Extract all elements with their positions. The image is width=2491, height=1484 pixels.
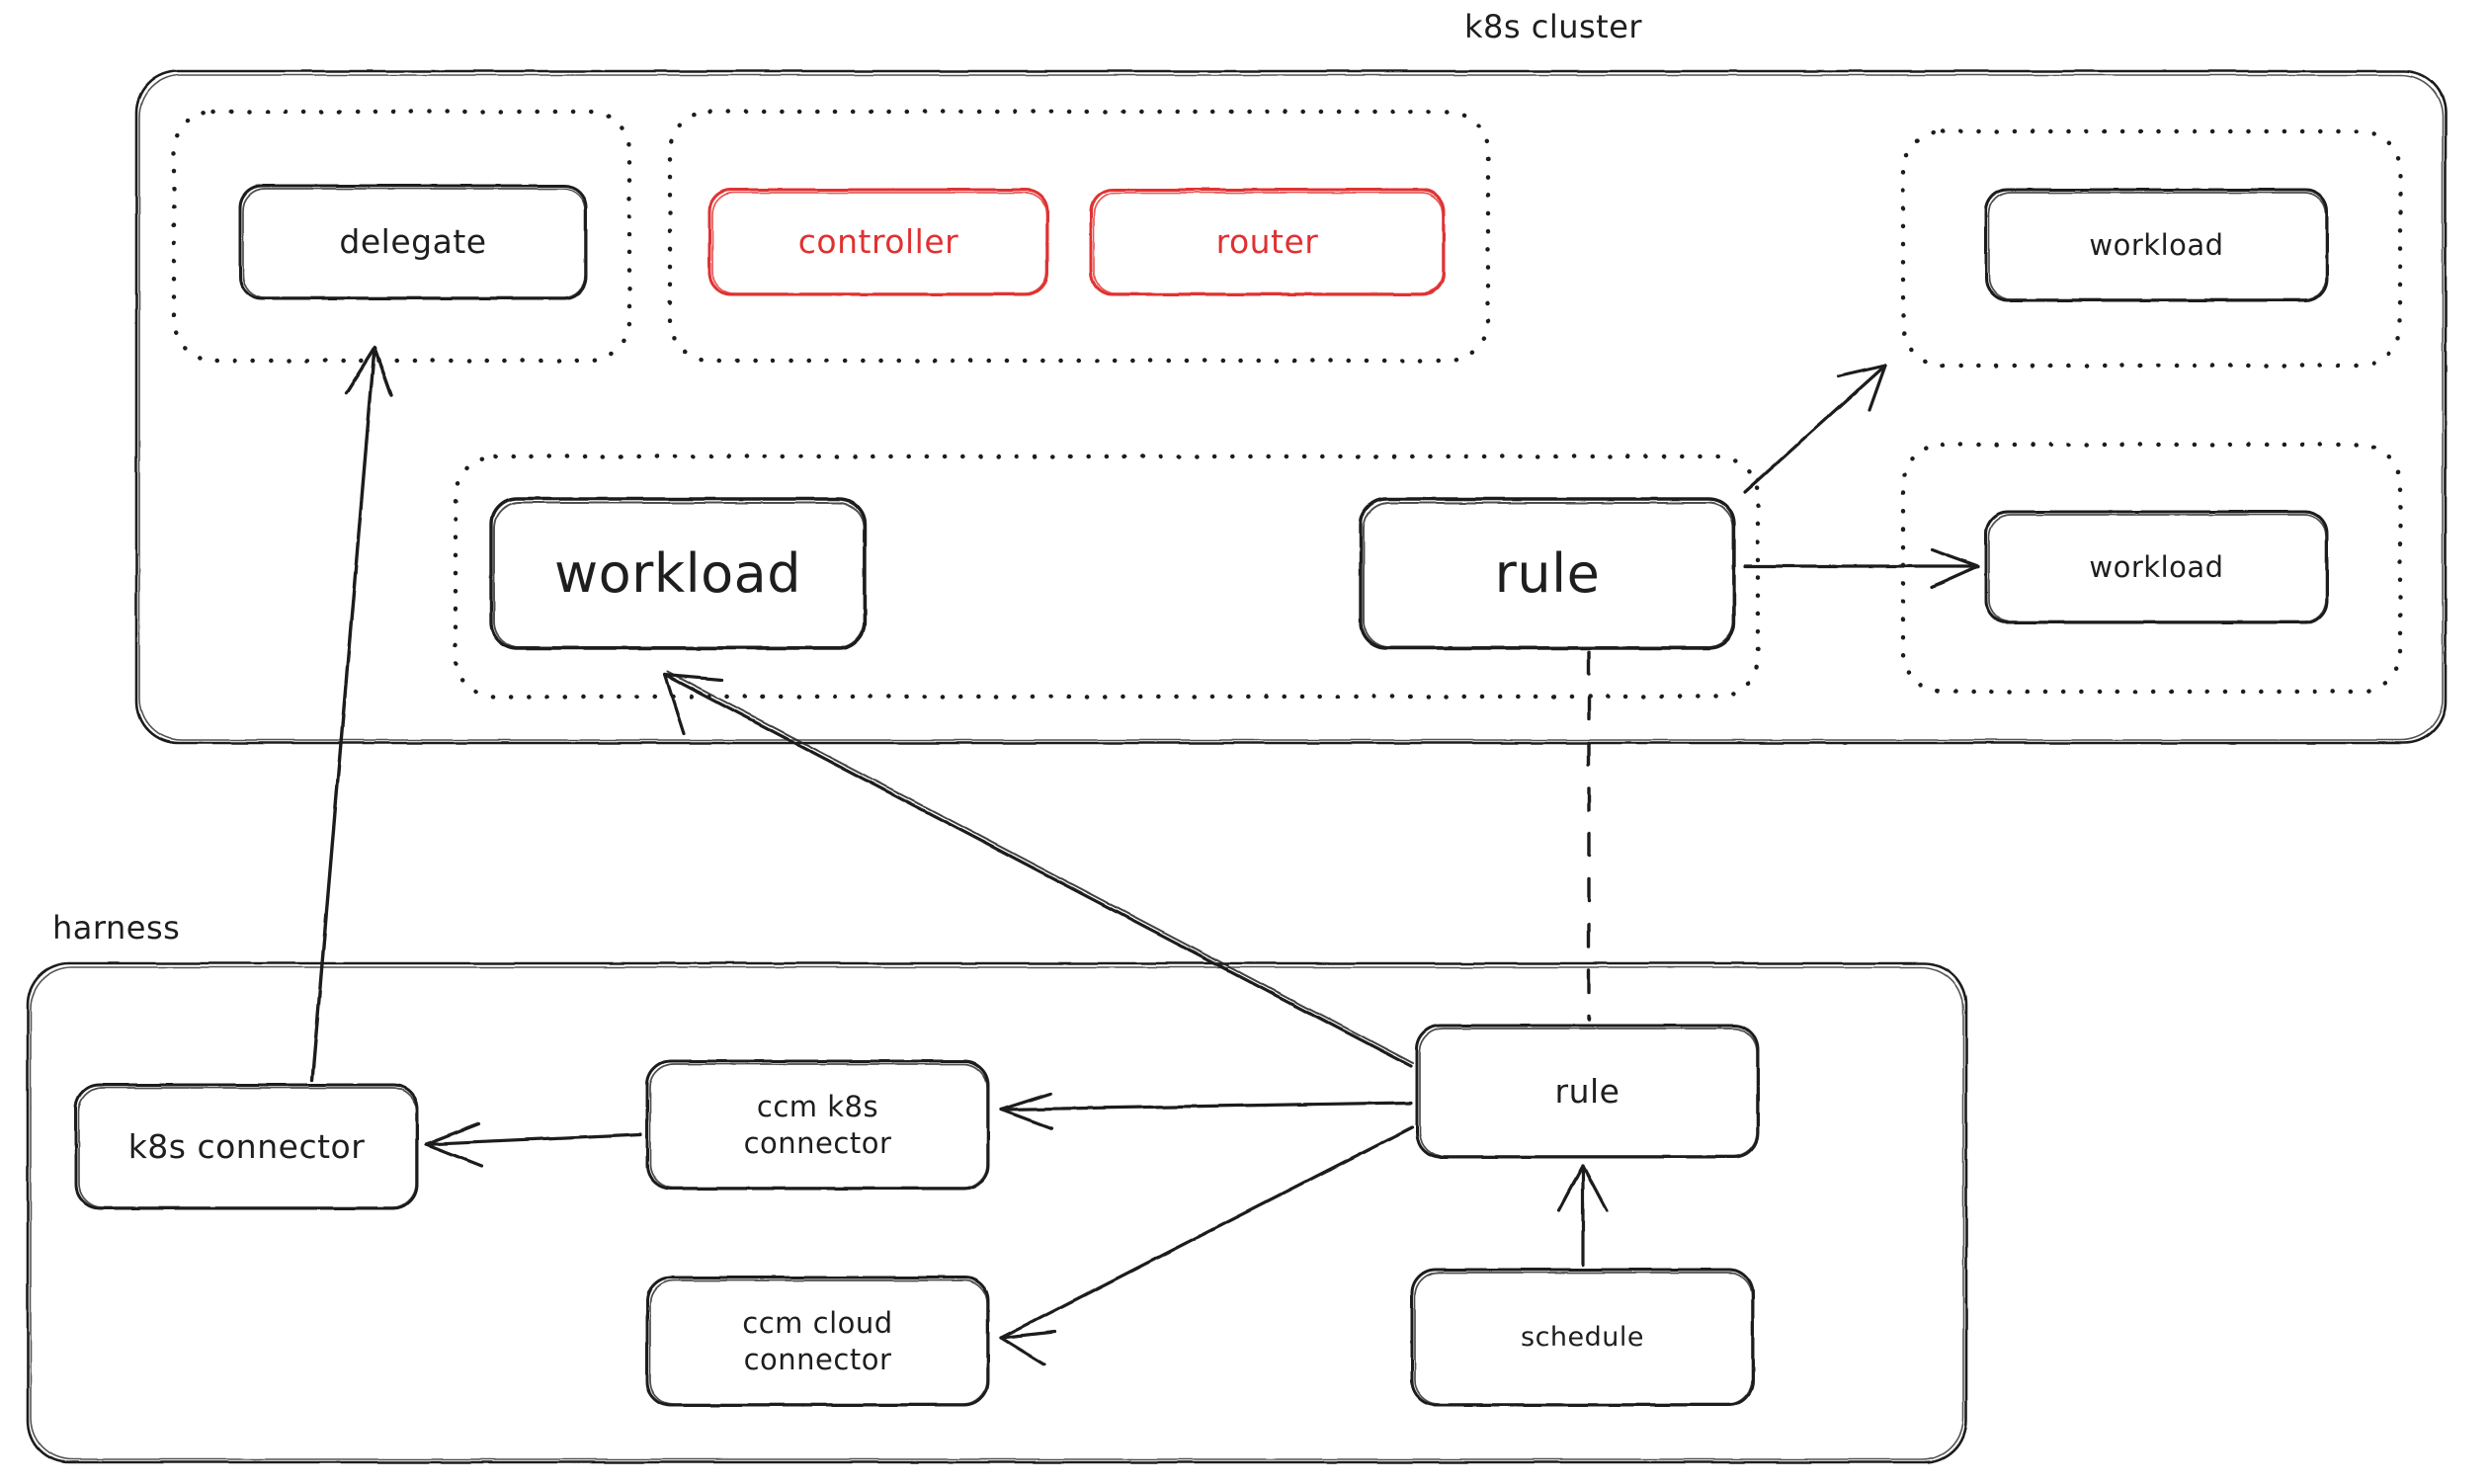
node-box-rule-cluster[interactable] bbox=[1359, 497, 1736, 650]
namespace-workload-rule bbox=[453, 453, 1761, 700]
edge-rule-harness-to-ccm-cloud bbox=[999, 1125, 1414, 1366]
namespace-workload-top-right bbox=[1900, 128, 2403, 369]
edge-k8s-connector-to-delegate bbox=[310, 346, 393, 1082]
node-box-delegate[interactable] bbox=[238, 184, 588, 300]
node-box-ccm-cloud-connector[interactable] bbox=[645, 1276, 990, 1407]
node-box-workload-bottom-right[interactable] bbox=[1984, 510, 2329, 624]
edge-rule-harness-to-ccm-k8s bbox=[999, 1092, 1413, 1130]
group-k8s-cluster bbox=[134, 69, 2448, 745]
node-box-ccm-k8s-connector[interactable] bbox=[645, 1059, 990, 1191]
node-box-schedule[interactable] bbox=[1410, 1268, 1755, 1407]
edge-ccm-k8s-to-k8s-connector bbox=[424, 1121, 642, 1168]
edge-schedule-to-rule-harness bbox=[1557, 1164, 1609, 1267]
node-box-k8s-connector[interactable] bbox=[74, 1083, 419, 1210]
node-box-workload-main[interactable] bbox=[489, 497, 867, 650]
node-box-controller[interactable] bbox=[707, 188, 1049, 296]
node-box-router[interactable] bbox=[1089, 188, 1446, 296]
node-box-rule-harness[interactable] bbox=[1415, 1024, 1760, 1159]
group-harness bbox=[26, 961, 1968, 1464]
namespace-delegate bbox=[171, 109, 632, 364]
edge-rule-harness-to-workload-main bbox=[663, 671, 1414, 1068]
namespace-controller-router bbox=[667, 109, 1491, 364]
node-box-workload-top-right[interactable] bbox=[1984, 188, 2329, 302]
group-title-k8s-cluster: k8s cluster bbox=[1464, 8, 1643, 45]
namespace-workload-bottom-right bbox=[1900, 442, 2403, 695]
edge-rule-to-workload-top-right bbox=[1743, 364, 1887, 494]
group-title-harness: harness bbox=[52, 909, 181, 947]
edge-rule-to-workload-bottom-right bbox=[1743, 547, 1980, 589]
